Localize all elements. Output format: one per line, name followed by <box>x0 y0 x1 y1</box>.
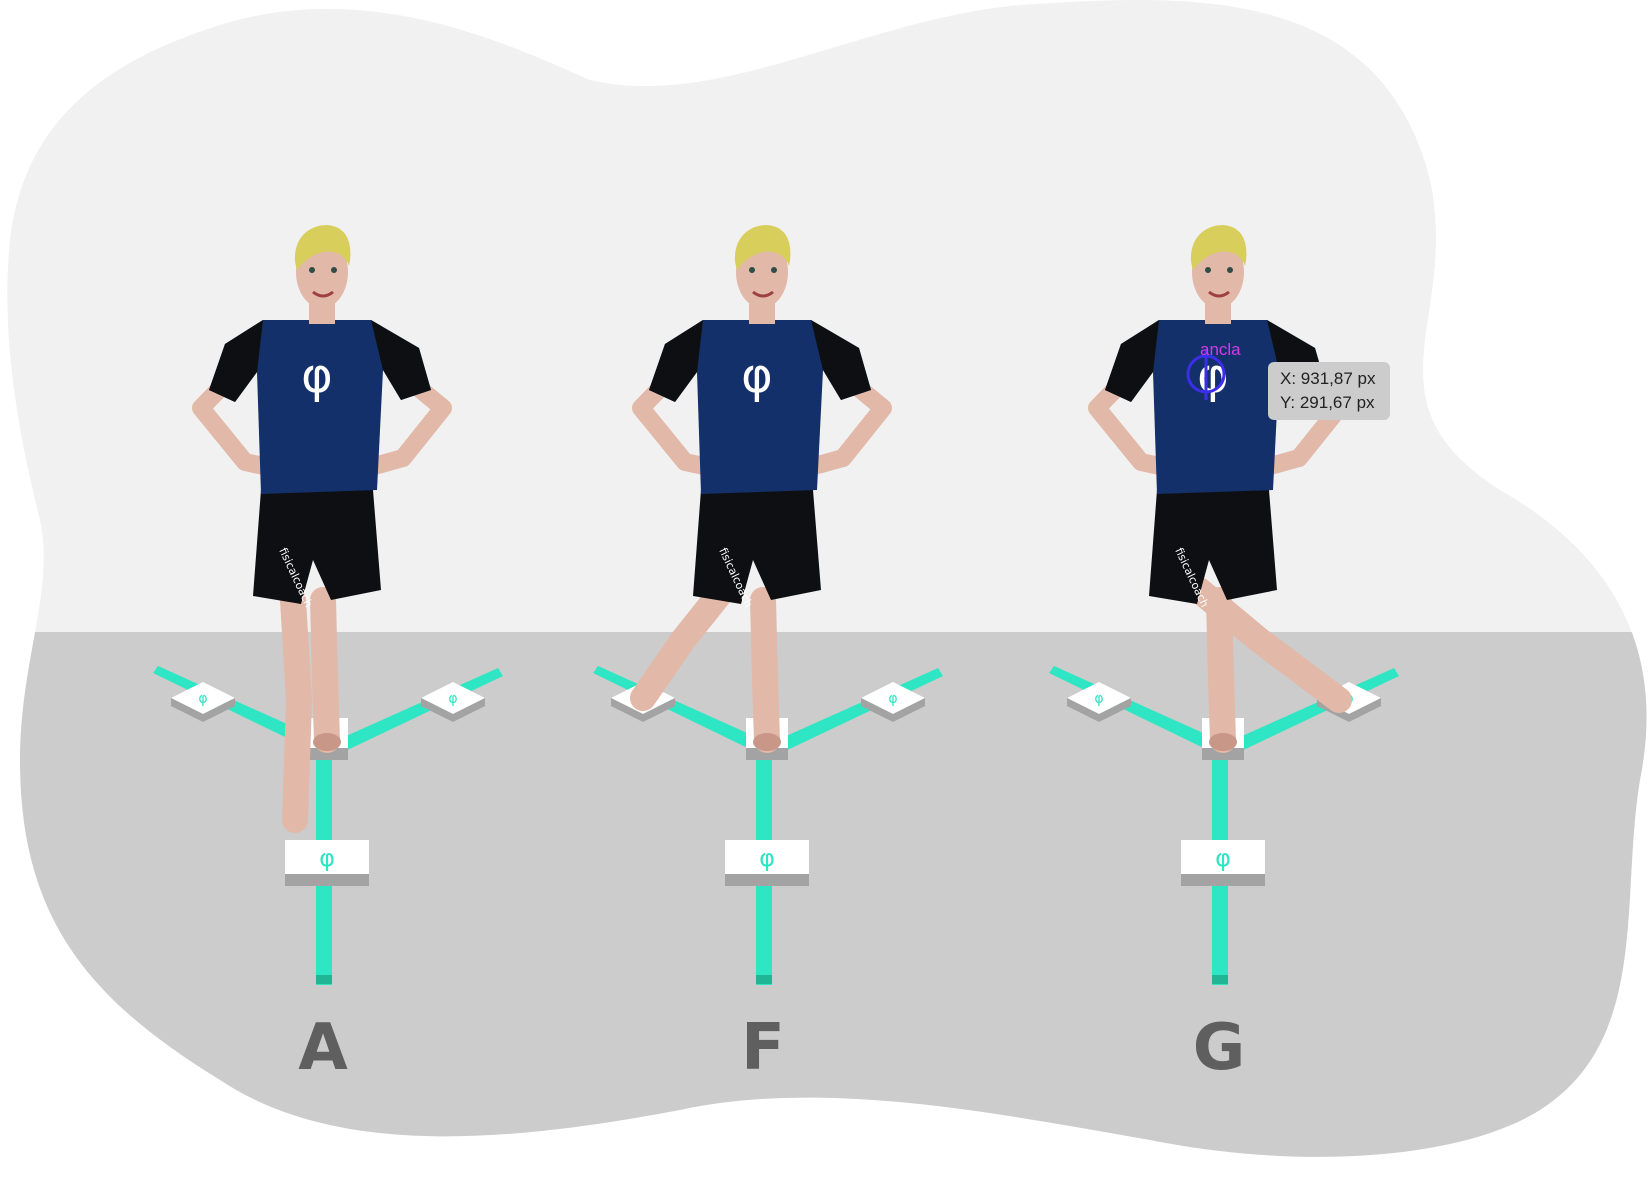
shirt-logo: φ <box>301 348 333 404</box>
pad-top <box>285 840 369 874</box>
side-pad: φ <box>171 682 235 722</box>
left-eye <box>309 267 315 273</box>
front-pad: φ <box>1181 840 1265 886</box>
pad-side <box>1181 874 1265 886</box>
shirt <box>209 320 431 494</box>
standing-foot <box>753 733 781 751</box>
moving-leg <box>630 577 736 711</box>
left-sleeve <box>209 320 263 402</box>
front-pad: φ <box>725 840 809 886</box>
pad-side <box>746 748 788 760</box>
shorts <box>253 490 381 604</box>
line-down-end <box>316 975 332 984</box>
right-sleeve <box>811 320 871 400</box>
phi-icon: φ <box>319 844 335 872</box>
pad-side <box>861 698 925 722</box>
front-pad: φ <box>285 840 369 886</box>
standing-foot <box>313 733 341 751</box>
pad-side <box>421 698 485 722</box>
coordinate-x: X: 931,87 px <box>1280 369 1376 388</box>
right-eye <box>771 267 777 273</box>
pad-top <box>725 840 809 874</box>
hair <box>734 225 791 270</box>
shirt-logo: φ <box>741 348 773 404</box>
coordinate-y: Y: 291,67 px <box>1280 393 1375 412</box>
shirt <box>649 320 871 494</box>
side-pad: φ <box>421 682 485 722</box>
left-eye <box>749 267 755 273</box>
hair <box>294 225 351 270</box>
phi-icon: φ <box>1094 691 1103 707</box>
panel-label-a: A <box>298 1011 348 1085</box>
right-sleeve <box>371 320 431 400</box>
pad-side <box>171 698 235 722</box>
line-down-end <box>756 975 772 984</box>
shorts <box>1149 490 1277 604</box>
pad-side <box>1317 698 1381 722</box>
standing-leg <box>310 587 340 753</box>
selection-outline <box>1186 350 1226 400</box>
phi-icon: φ <box>888 691 897 707</box>
left-eye <box>1205 267 1211 273</box>
pad-side <box>306 748 348 760</box>
mouth <box>1208 290 1230 298</box>
pad-side <box>1202 748 1244 760</box>
right-eye <box>331 267 337 273</box>
hair <box>1190 225 1247 270</box>
phi-icon: φ <box>759 844 775 872</box>
side-pad: φ <box>861 682 925 722</box>
anchor-label: ancla <box>1200 340 1241 359</box>
left-sleeve <box>649 320 703 402</box>
pad-side <box>1067 698 1131 722</box>
standing-leg <box>1206 587 1236 753</box>
line-down-end <box>1212 975 1228 984</box>
right-eye <box>1227 267 1233 273</box>
panel-label-f: F <box>741 1011 785 1085</box>
moving-leg <box>280 587 312 833</box>
pad-side <box>285 874 369 886</box>
shorts <box>693 490 821 604</box>
left-sleeve <box>1105 320 1159 402</box>
pad-top <box>1181 840 1265 874</box>
standing-foot <box>1209 733 1237 751</box>
phi-icon: φ <box>448 691 457 707</box>
mouth <box>312 290 334 298</box>
standing-leg <box>750 587 780 753</box>
moving-leg <box>1186 577 1352 713</box>
coordinate-tooltip: X: 931,87 px Y: 291,67 px <box>1268 362 1390 420</box>
pad-side <box>611 698 675 722</box>
panel-label-g: G <box>1192 1011 1246 1085</box>
wall <box>7 0 1647 632</box>
pad-side <box>725 874 809 886</box>
phi-icon: φ <box>1215 844 1231 872</box>
phi-icon: φ <box>198 691 207 707</box>
mouth <box>752 290 774 298</box>
side-pad: φ <box>1067 682 1131 722</box>
